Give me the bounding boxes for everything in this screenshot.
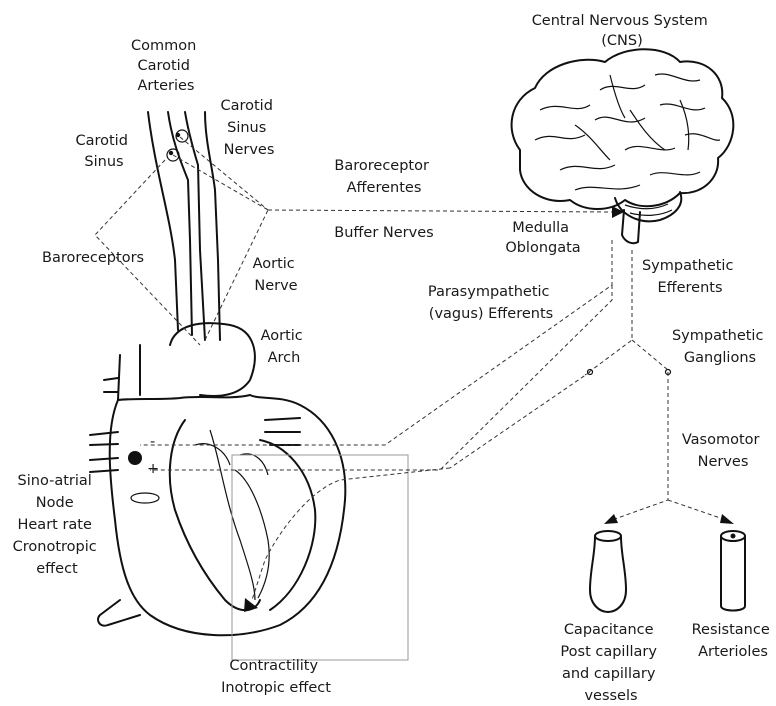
label-aortic-nerve: Aortic Nerve bbox=[253, 256, 300, 294]
label-contractility: Contractility Inotropic effect bbox=[221, 658, 331, 696]
carotid-arteries bbox=[148, 112, 220, 340]
label-resistance: Resistance Arterioles bbox=[692, 622, 775, 660]
label-sympathetic-efferents: Sympathetic Efferents bbox=[642, 258, 738, 296]
label-vasomotor: Vasomotor Nerves bbox=[682, 432, 764, 470]
resistance-vessel bbox=[721, 531, 745, 611]
label-baroreceptors: Baroreceptors bbox=[42, 250, 144, 266]
label-cns: Central Nervous System (CNS) bbox=[532, 13, 713, 49]
label-baroreceptor-afferentes: Baroreceptor Afferentes bbox=[334, 158, 433, 196]
afferent-line bbox=[268, 210, 612, 212]
label-aortic-arch: Aortic Arch bbox=[261, 328, 308, 366]
heart-illustration bbox=[90, 323, 408, 660]
label-sa-node: Sino-atrial Node Heart rate Cronotropic … bbox=[13, 473, 102, 577]
label-capacitance: Capacitance Post capillary and capillary… bbox=[560, 622, 661, 704]
plus-sign: + bbox=[147, 461, 159, 477]
brain-illustration bbox=[512, 49, 734, 243]
minus-sign: - bbox=[150, 434, 155, 450]
label-parasympathetic: Parasympathetic (vagus) Efferents bbox=[428, 284, 554, 322]
capacitance-vessel bbox=[590, 531, 626, 612]
label-carotid-sinus-nerves: Carotid Sinus Nerves bbox=[220, 98, 277, 158]
label-carotid-sinus: Carotid Sinus bbox=[75, 133, 132, 170]
label-buffer-nerves: Buffer Nerves bbox=[334, 225, 433, 241]
label-medulla: Medulla Oblongata bbox=[505, 220, 580, 256]
nerve-pathways bbox=[95, 137, 734, 600]
label-sympathetic-ganglions: Sympathetic Ganglions bbox=[672, 328, 768, 366]
vagus-line-1 bbox=[140, 240, 612, 445]
label-common-carotid: Common Carotid Arteries bbox=[131, 38, 201, 94]
afferent-arrowhead bbox=[612, 206, 624, 218]
